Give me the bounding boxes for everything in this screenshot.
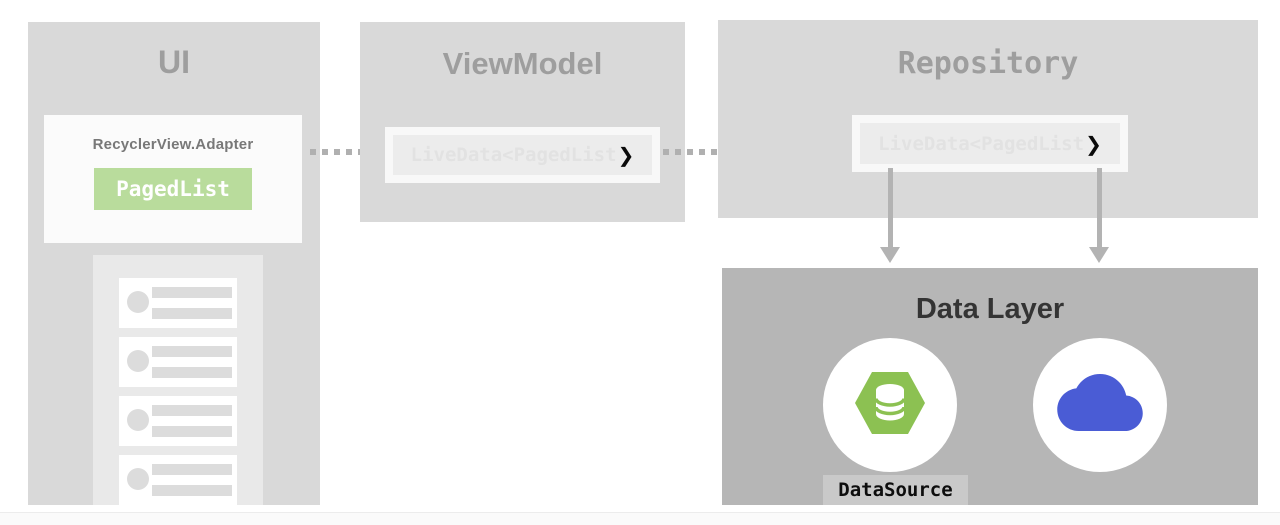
data-layer-title: Data Layer [915, 293, 1065, 325]
viewmodel-panel: ViewModel LiveData<PagedList ❯ [360, 22, 685, 222]
adapter-label: RecyclerView.Adapter [92, 136, 254, 153]
chevron-right-icon: ❯ [1085, 131, 1102, 156]
ui-panel: UI RecyclerView.Adapter PagedList [28, 22, 320, 505]
text-line-placeholder [152, 367, 232, 378]
text-line-placeholder [152, 426, 232, 437]
text-line-placeholder [152, 464, 232, 475]
text-line-placeholder [152, 346, 232, 357]
page-bottom-divider [0, 512, 1280, 525]
avatar-placeholder [127, 291, 149, 313]
viewmodel-livedata-label: LiveData<PagedList [410, 144, 617, 166]
repository-livedata-box-inner: LiveData<PagedList ❯ [860, 123, 1120, 164]
avatar-placeholder [127, 409, 149, 431]
arrow-repository-to-cloud [1089, 168, 1109, 263]
repository-panel-title: Repository [897, 46, 1079, 81]
avatar-placeholder [127, 350, 149, 372]
viewmodel-livedata-box-inner: LiveData<PagedList ❯ [393, 135, 652, 175]
avatar-placeholder [127, 468, 149, 490]
database-hexagon-icon [854, 370, 926, 441]
repository-livedata-label: LiveData<PagedList [878, 132, 1085, 155]
datasource-circle [823, 338, 957, 472]
text-line-placeholder [152, 308, 232, 319]
data-layer-panel: Data Layer DataSource [722, 268, 1258, 505]
viewmodel-livedata-box: LiveData<PagedList ❯ [385, 127, 660, 183]
list-item-placeholder [119, 278, 237, 328]
network-circle [1033, 338, 1167, 472]
repository-panel: Repository LiveData<PagedList ❯ [718, 20, 1258, 218]
viewmodel-panel-title: ViewModel [442, 46, 603, 81]
text-line-placeholder [152, 405, 232, 416]
datasource-label: DataSource [823, 475, 968, 505]
cloud-icon [1057, 374, 1143, 436]
repository-livedata-box: LiveData<PagedList ❯ [852, 115, 1128, 172]
text-line-placeholder [152, 485, 232, 496]
pagedlist-chip: PagedList [94, 168, 252, 210]
chevron-right-icon: ❯ [617, 143, 635, 167]
list-item-placeholder [119, 455, 237, 505]
ui-panel-title: UI [158, 44, 190, 80]
recyclerview-adapter-card: RecyclerView.Adapter PagedList [44, 115, 302, 243]
arrow-repository-to-datasource [880, 168, 900, 263]
text-line-placeholder [152, 287, 232, 298]
list-item-placeholder [119, 337, 237, 387]
recyclerview-list-mock [93, 255, 263, 505]
list-item-placeholder [119, 396, 237, 446]
